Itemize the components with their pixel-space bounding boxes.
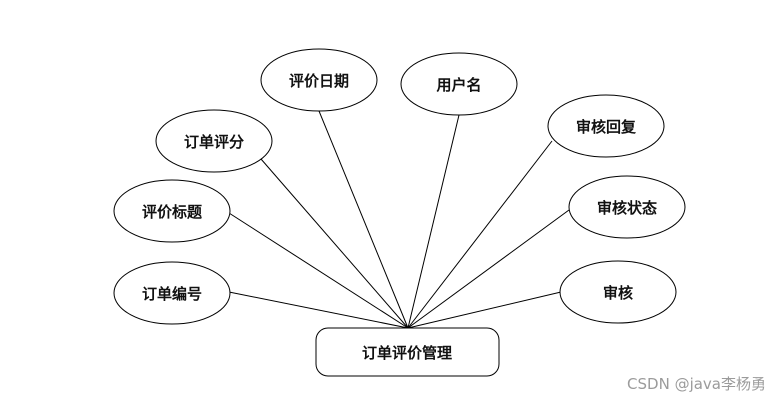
attribute-ellipse <box>568 175 686 239</box>
connector-order-number <box>228 291 409 329</box>
connector-audit <box>407 291 562 329</box>
connector-order-rating <box>260 158 409 329</box>
entity-order-review-management: 订单评价管理 <box>315 327 500 377</box>
attribute-order-number: 订单编号 <box>113 261 231 325</box>
attribute-review-reply: 审核回复 <box>547 94 665 158</box>
entity-box <box>315 327 500 377</box>
attribute-label: 订单编号 <box>142 285 202 303</box>
connector-lines <box>228 110 570 329</box>
attribute-audit: 审核 <box>559 260 677 324</box>
attribute-label: 审核 <box>603 284 633 302</box>
attribute-ellipse <box>260 48 378 112</box>
entity-label: 订单评价管理 <box>362 344 452 362</box>
attribute-label: 评价日期 <box>289 72 349 90</box>
connector-review-date <box>318 110 409 329</box>
watermark-text: CSDN @java李杨勇 <box>627 375 766 393</box>
attribute-label: 审核回复 <box>576 118 637 136</box>
attribute-ellipse <box>559 260 677 324</box>
attribute-label: 用户名 <box>436 76 481 94</box>
attribute-ellipse <box>113 261 231 325</box>
connector-review-reply <box>407 140 553 329</box>
connector-review-status <box>407 209 570 329</box>
attribute-ellipse <box>113 179 231 243</box>
attribute-review-title: 评价标题 <box>113 179 231 243</box>
connector-review-title <box>228 212 409 329</box>
connector-username <box>407 114 460 329</box>
attribute-ellipse <box>400 52 518 116</box>
attribute-order-rating: 订单评分 <box>155 109 273 173</box>
attribute-ellipse <box>155 109 273 173</box>
attribute-label: 审核状态 <box>597 199 657 217</box>
attribute-ellipse <box>547 94 665 158</box>
attribute-review-date: 评价日期 <box>260 48 378 112</box>
attribute-review-status: 审核状态 <box>568 175 686 239</box>
attribute-label: 订单评分 <box>184 133 244 151</box>
attribute-label: 评价标题 <box>142 203 203 221</box>
attribute-username: 用户名 <box>400 52 518 116</box>
